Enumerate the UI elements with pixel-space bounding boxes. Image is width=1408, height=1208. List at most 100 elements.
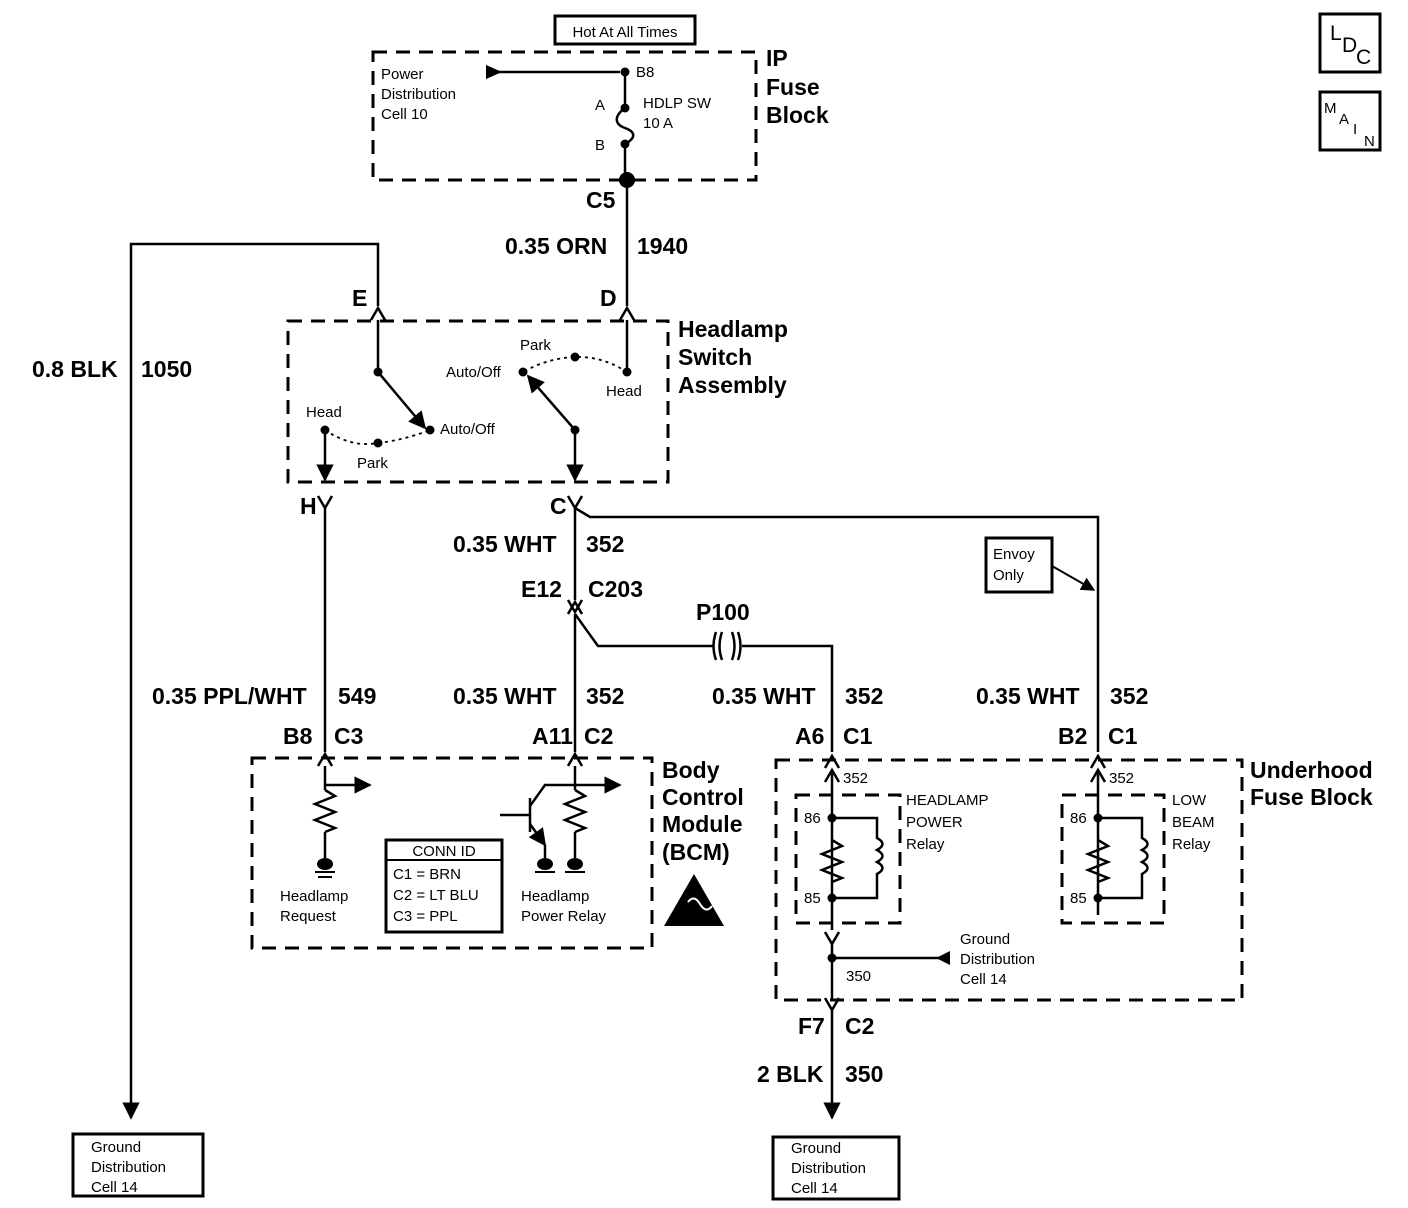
svg-text:Power Relay: Power Relay xyxy=(521,908,607,925)
svg-text:Module: Module xyxy=(662,811,743,837)
svg-text:Fuse Block: Fuse Block xyxy=(1250,784,1373,810)
underhood-fuse-block: Underhood Fuse Block 352 86 85 HEADLAMP … xyxy=(774,753,1373,1002)
svg-text:Relay: Relay xyxy=(906,836,945,853)
svg-text:I: I xyxy=(1353,121,1357,138)
svg-text:Ground: Ground xyxy=(960,931,1010,948)
svg-text:Power: Power xyxy=(381,66,424,83)
main-badge[interactable]: M A I N xyxy=(1318,90,1382,152)
svg-text:Distribution: Distribution xyxy=(791,1160,866,1177)
svg-text:B8: B8 xyxy=(283,723,313,749)
svg-text:A: A xyxy=(595,97,605,114)
transistor-icon xyxy=(500,783,575,873)
svg-text:B2: B2 xyxy=(1058,723,1087,749)
svg-text:M: M xyxy=(1324,100,1337,117)
svg-text:0.35 WHT: 0.35 WHT xyxy=(453,531,557,557)
svg-text:Park: Park xyxy=(357,455,388,472)
svg-text:C: C xyxy=(1356,46,1371,69)
svg-text:C1 = BRN: C1 = BRN xyxy=(393,866,461,883)
svg-text:2 BLK: 2 BLK xyxy=(757,1061,824,1087)
svg-text:B: B xyxy=(595,137,605,154)
svg-text:E12: E12 xyxy=(521,576,562,602)
svg-text:0.35 PPL/WHT: 0.35 PPL/WHT xyxy=(152,683,307,709)
wire-wht-352-envoy xyxy=(574,506,1100,752)
svg-text:BEAM: BEAM xyxy=(1172,814,1215,831)
ground-distribution-bottom[interactable]: Ground Distribution Cell 14 xyxy=(771,1135,901,1201)
svg-text:Distribution: Distribution xyxy=(960,951,1035,968)
svg-text:Head: Head xyxy=(606,383,642,400)
ip-fuse-block: Power Distribution Cell 10 B8 A B HDLP S… xyxy=(371,45,829,188)
svg-text:85: 85 xyxy=(1070,890,1087,907)
svg-text:0.35 ORN: 0.35 ORN xyxy=(505,233,607,259)
svg-text:Headlamp: Headlamp xyxy=(678,316,788,342)
svg-text:10 A: 10 A xyxy=(643,115,673,132)
svg-text:350: 350 xyxy=(845,1061,883,1087)
wire-blk-1050 xyxy=(122,242,380,1120)
svg-text:C2: C2 xyxy=(584,723,613,749)
svg-text:C3: C3 xyxy=(334,723,363,749)
svg-text:L: L xyxy=(1330,22,1342,45)
svg-text:Relay: Relay xyxy=(1172,836,1211,853)
ground-distribution-left[interactable]: Ground Distribution Cell 14 xyxy=(71,1132,205,1198)
svg-text:C203: C203 xyxy=(588,576,643,602)
power-source-arrow-icon xyxy=(486,65,502,79)
svg-text:LOW: LOW xyxy=(1172,792,1207,809)
svg-text:D: D xyxy=(1342,34,1357,57)
svg-text:C2 = LT BLU: C2 = LT BLU xyxy=(393,887,479,904)
svg-text:A11: A11 xyxy=(532,723,573,749)
headlamp-switch-assembly: Headlamp Switch Assembly Head Park Auto/… xyxy=(286,316,788,484)
svg-text:0.35 WHT: 0.35 WHT xyxy=(453,683,557,709)
svg-text:352: 352 xyxy=(586,683,624,709)
svg-text:549: 549 xyxy=(338,683,376,709)
svg-text:Head: Head xyxy=(306,404,342,421)
svg-text:Block: Block xyxy=(766,102,829,128)
svg-text:0.35 WHT: 0.35 WHT xyxy=(976,683,1080,709)
ldc-badge[interactable]: L D C xyxy=(1318,12,1382,74)
svg-text:CONN ID: CONN ID xyxy=(412,843,476,860)
svg-text:C1: C1 xyxy=(843,723,873,749)
resistor-icon xyxy=(311,788,339,834)
connector-e-icon xyxy=(369,305,387,321)
svg-text:Envoy: Envoy xyxy=(993,546,1035,563)
svg-text:Headlamp: Headlamp xyxy=(521,888,589,905)
svg-text:B8: B8 xyxy=(636,64,654,81)
svg-text:F7: F7 xyxy=(798,1013,825,1039)
ground-icon xyxy=(565,858,585,873)
svg-text:85: 85 xyxy=(804,890,821,907)
envoy-only-note: Envoy Only xyxy=(984,536,1096,594)
svg-text:Cell 10: Cell 10 xyxy=(381,106,428,123)
svg-text:0.35 WHT: 0.35 WHT xyxy=(712,683,816,709)
svg-text:Auto/Off: Auto/Off xyxy=(446,364,502,381)
splice-p100-icon xyxy=(712,631,742,661)
svg-text:352: 352 xyxy=(845,683,883,709)
svg-text:C3 = PPL: C3 = PPL xyxy=(393,908,458,925)
connector-c5-label: C5 xyxy=(586,187,616,213)
svg-text:H: H xyxy=(300,493,317,519)
connector-d-icon xyxy=(618,305,636,321)
svg-text:A6: A6 xyxy=(795,723,824,749)
svg-text:Ground: Ground xyxy=(91,1139,141,1156)
svg-text:Assembly: Assembly xyxy=(678,372,787,398)
svg-text:POWER: POWER xyxy=(906,814,963,831)
svg-text:C1: C1 xyxy=(1108,723,1138,749)
svg-text:0.8 BLK: 0.8 BLK xyxy=(32,356,118,382)
relay-coil-icon xyxy=(832,816,884,900)
svg-text:IP: IP xyxy=(766,45,788,71)
svg-text:N: N xyxy=(1364,133,1375,150)
svg-text:Headlamp: Headlamp xyxy=(280,888,348,905)
svg-text:Distribution: Distribution xyxy=(381,86,456,103)
svg-text:Switch: Switch xyxy=(678,344,752,370)
svg-text:Request: Request xyxy=(280,908,337,925)
svg-text:E: E xyxy=(352,285,367,311)
relay-coil-icon xyxy=(1098,816,1149,900)
svg-text:C: C xyxy=(550,493,567,519)
body-control-module: Body Control Module (BCM) Headlamp Reque… xyxy=(250,756,744,950)
wire-wht-352-a6 xyxy=(742,644,834,752)
svg-text:Fuse: Fuse xyxy=(766,74,820,100)
svg-text:HEADLAMP: HEADLAMP xyxy=(906,792,989,809)
fuse-icon xyxy=(615,106,635,146)
ground-icon xyxy=(315,858,335,878)
svg-text:Underhood: Underhood xyxy=(1250,757,1373,783)
svg-text:A: A xyxy=(1339,111,1349,128)
svg-text:HDLP SW: HDLP SW xyxy=(643,95,712,112)
